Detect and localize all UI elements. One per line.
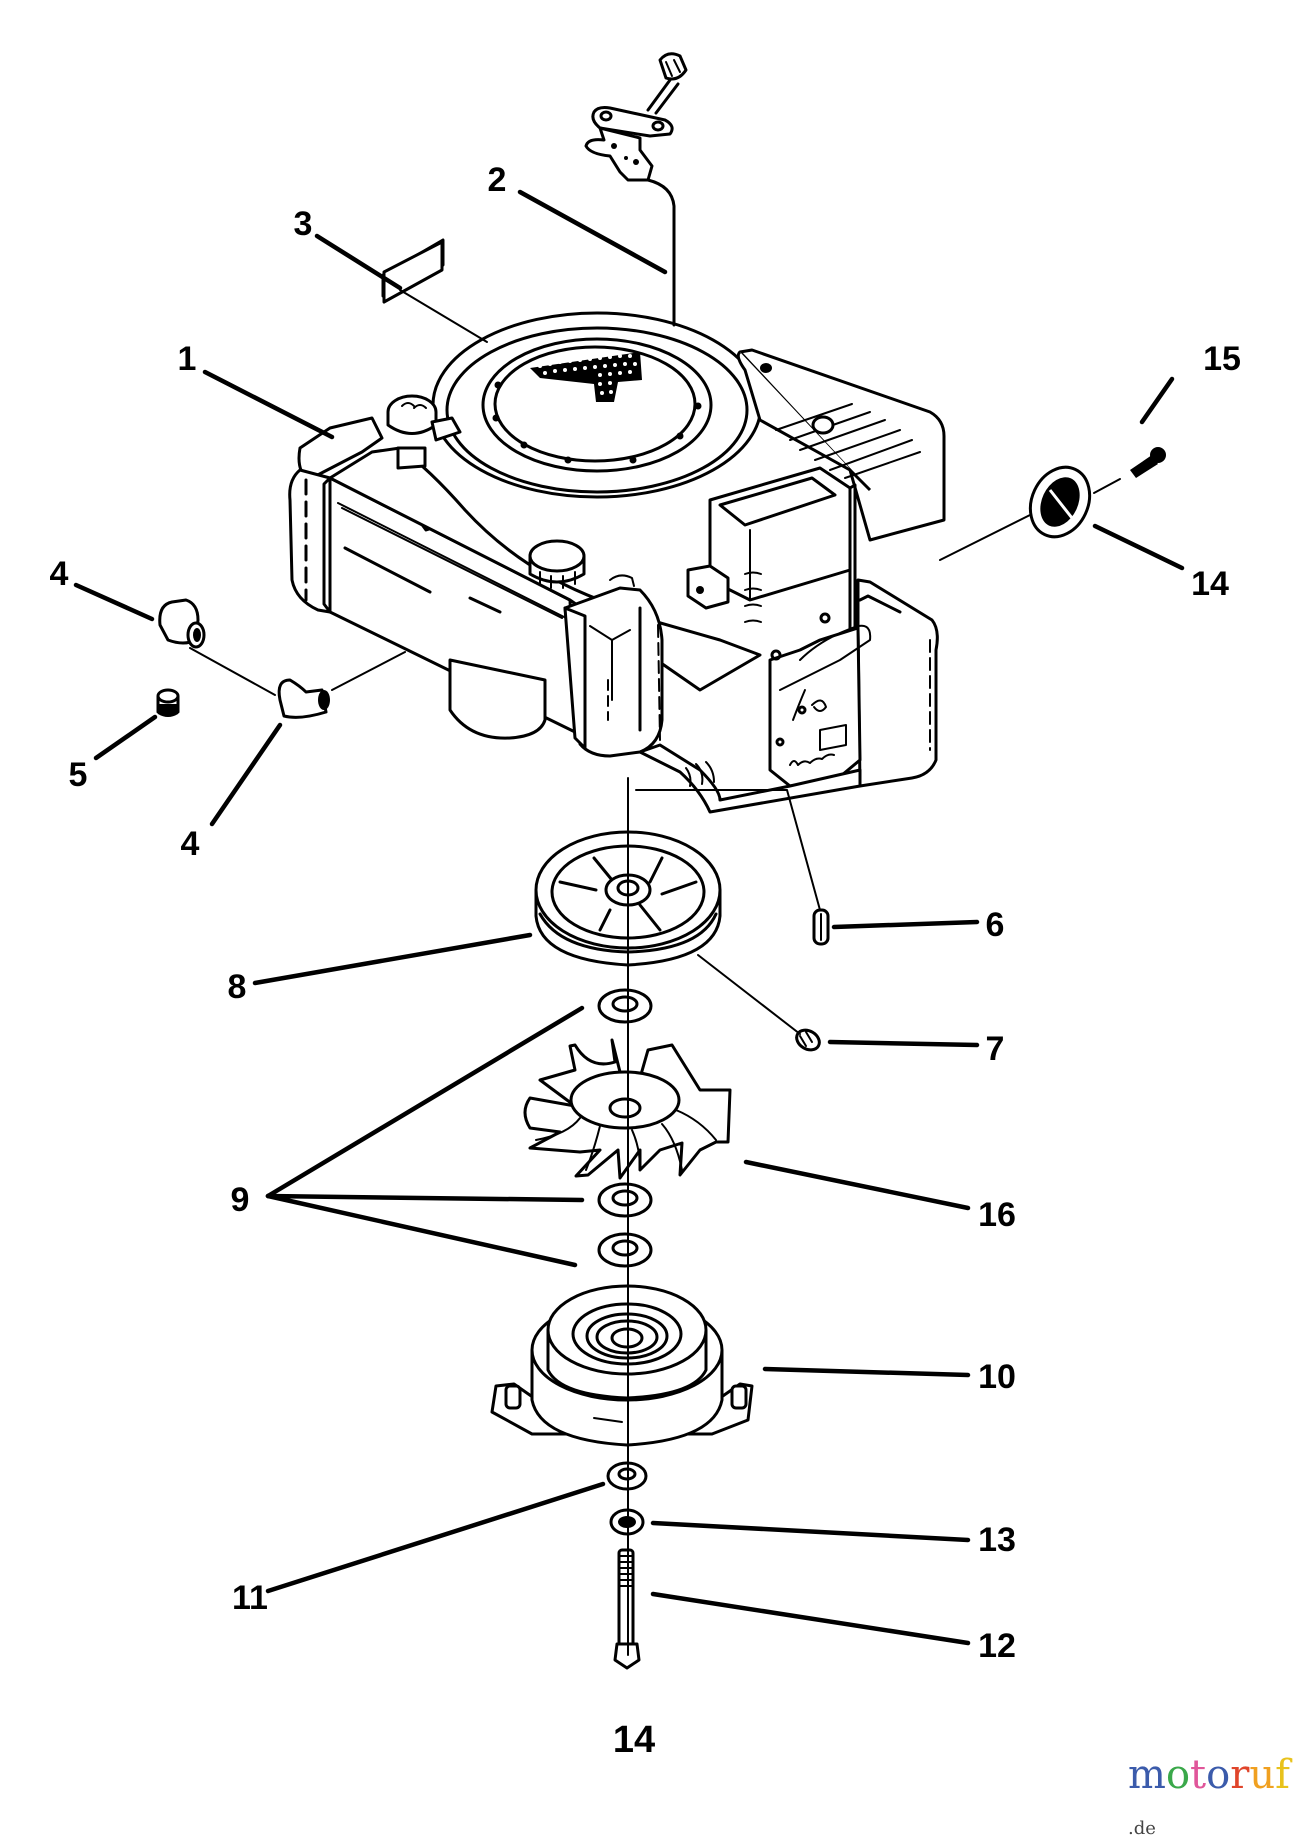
callout-6: 6 <box>986 906 1005 944</box>
spark-arrester-screen-part <box>1028 465 1092 539</box>
callout-12: 12 <box>978 1627 1016 1665</box>
spacer-middle <box>597 1182 653 1218</box>
fuel-cap <box>528 539 586 589</box>
logo-letter: r <box>1230 1752 1250 1798</box>
logo-tld: .de <box>1128 1818 1156 1839</box>
logo-letter: f <box>1275 1752 1290 1798</box>
leader-2 <box>517 189 668 275</box>
callout-14: 14 <box>1191 565 1229 603</box>
leader-1 <box>202 369 335 440</box>
elbow-fitting-upper <box>158 598 206 649</box>
leader-16 <box>743 1159 971 1211</box>
leader-6 <box>831 919 980 930</box>
throttle-control-part <box>584 52 688 327</box>
key-part <box>812 908 830 946</box>
leader-4b <box>209 722 283 827</box>
leader-14 <box>1092 523 1185 571</box>
electric-clutch-part <box>490 1284 754 1447</box>
exploded-parts-diagram: 1 2 3 4 4 5 6 7 8 9 10 11 12 13 14 15 16… <box>50 52 1241 1761</box>
callout-1: 1 <box>178 340 197 378</box>
callout-8: 8 <box>228 968 247 1006</box>
leader-4a <box>73 582 155 622</box>
figure-number: 14 <box>613 1719 655 1761</box>
callout-7: 7 <box>986 1030 1005 1068</box>
leader-10 <box>762 1366 971 1378</box>
leader-lines <box>73 189 1185 1646</box>
callout-9: 9 <box>231 1181 250 1219</box>
callout-2: 2 <box>488 161 507 199</box>
logo-letter: o <box>1165 1752 1191 1798</box>
callout-5: 5 <box>69 756 88 794</box>
spacer-upper <box>597 988 653 1024</box>
leader-7 <box>827 1039 980 1048</box>
callout-13: 13 <box>978 1521 1016 1559</box>
leader-5 <box>93 714 158 761</box>
set-screw-part <box>795 1028 821 1052</box>
dipstick-cap <box>386 394 462 470</box>
callout-4-lower: 4 <box>181 825 200 863</box>
screw-part <box>1130 447 1166 478</box>
leader-9b <box>265 1193 585 1203</box>
motoruf-watermark-logo: motoruf .de <box>1128 1752 1295 1844</box>
air-cleaner-screen <box>530 352 642 402</box>
leader-3 <box>314 233 403 291</box>
engine-part <box>288 311 946 814</box>
leader-15 <box>1139 376 1175 425</box>
spacer-lower <box>597 1232 653 1268</box>
logo-letter: o <box>1206 1752 1231 1798</box>
assembly-lines <box>169 289 1121 1656</box>
leader-11 <box>265 1481 606 1594</box>
decal-outline <box>382 240 444 304</box>
logo-letter: u <box>1249 1752 1276 1798</box>
callout-15: 15 <box>1203 340 1241 378</box>
leader-9a <box>265 1005 585 1199</box>
callout-3: 3 <box>294 205 313 243</box>
logo-letter: m <box>1128 1752 1166 1798</box>
callout-10: 10 <box>978 1358 1016 1396</box>
callout-11: 11 <box>232 1579 268 1617</box>
cap-part <box>156 688 180 717</box>
bolt-part <box>613 1548 641 1670</box>
leader-9c <box>265 1193 578 1268</box>
leader-13 <box>650 1520 971 1543</box>
leader-12 <box>650 1591 971 1646</box>
callout-labels: 1 2 3 4 4 5 6 7 8 9 10 11 12 13 14 15 16 <box>50 161 1241 1665</box>
elbow-fitting-lower <box>277 678 330 719</box>
callout-4-upper: 4 <box>50 555 69 593</box>
callout-16: 16 <box>978 1196 1016 1234</box>
logo-letter: t <box>1190 1752 1207 1798</box>
leader-8 <box>252 932 533 986</box>
